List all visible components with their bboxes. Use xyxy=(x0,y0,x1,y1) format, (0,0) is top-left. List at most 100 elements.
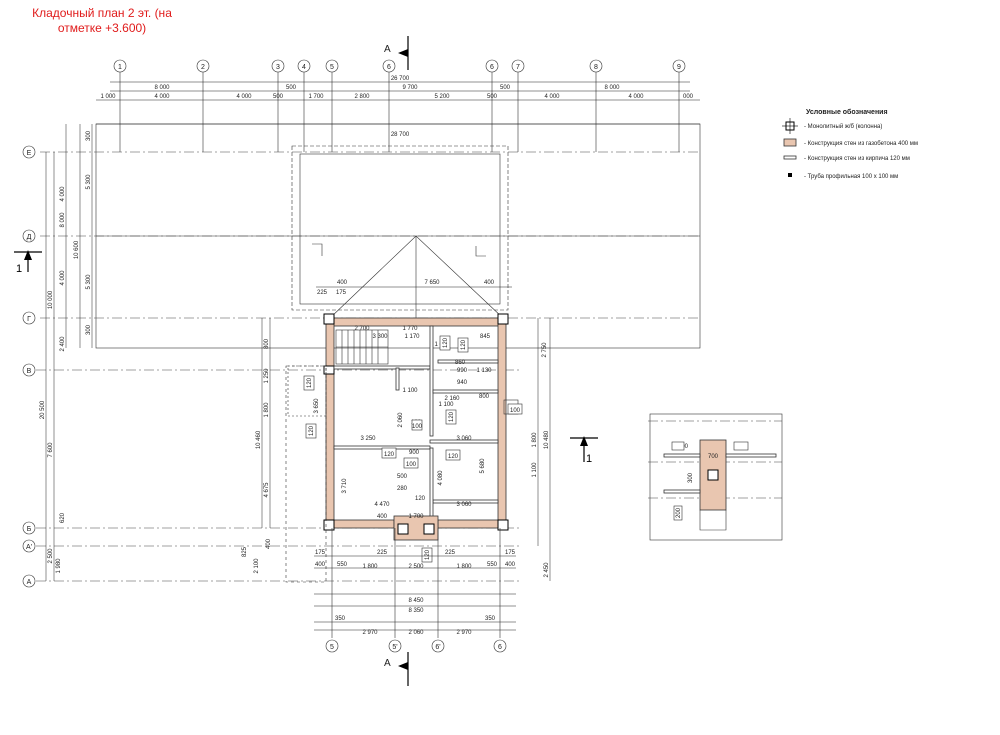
dim-text: 860 xyxy=(455,360,466,366)
wall-tag: 120 xyxy=(384,452,395,458)
dim-text: 300 xyxy=(86,324,92,335)
section-mark-left: 1 xyxy=(14,250,42,275)
dim-text: 10 000 xyxy=(48,290,54,309)
dim-text: 1 800 xyxy=(362,564,378,570)
detail-label: 200 xyxy=(676,507,682,518)
dim-text: 2 700 xyxy=(354,326,370,332)
wall-tag: 100 xyxy=(412,424,423,430)
dim-text: 1 100 xyxy=(532,462,538,478)
dim-text: 500 xyxy=(500,85,511,91)
axis-label: 5' xyxy=(392,644,397,651)
dim-text: 1 980 xyxy=(56,558,62,574)
dim-text: 400 xyxy=(377,514,388,520)
wall-tag: 120 xyxy=(425,549,431,560)
dim-text: 500 xyxy=(286,85,297,91)
axes-top: 1 2 3 4 5 6 6 7 8 9 xyxy=(113,59,686,152)
dim-text: 500 xyxy=(397,474,408,480)
dim-text: 4 470 xyxy=(374,502,390,508)
dim-text: 400 xyxy=(315,562,326,568)
axis-label: 4 xyxy=(302,64,306,71)
dim-text: 300 xyxy=(86,130,92,141)
dim-text: 4 675 xyxy=(264,482,270,498)
axis-label: 5 xyxy=(330,644,334,651)
wall-tag: 120 xyxy=(449,411,455,422)
drawing-title: Кладочный план 2 эт. (на отметке +3.600) xyxy=(32,6,172,35)
brick-wall-icon xyxy=(783,155,797,160)
dim-text: 825 xyxy=(242,546,248,557)
dim-text: 4 000 xyxy=(154,94,170,100)
axis-label: 5 xyxy=(330,64,334,71)
dim-text: 4 000 xyxy=(236,94,252,100)
dim-text: 400 xyxy=(337,280,348,286)
dim-text: 550 xyxy=(337,562,348,568)
dim-text: 175 xyxy=(505,550,516,556)
dim-text: 1 700 xyxy=(308,94,324,100)
room-dimensions: 400 7 650 400 225 175 2 700 1 770 1 170 … xyxy=(242,280,551,581)
section-mark-right: 1 xyxy=(570,436,598,465)
dim-text: 1 000 xyxy=(100,94,116,100)
legend-title: Условные обозначения xyxy=(806,108,888,116)
dim-text: 2 970 xyxy=(456,630,472,636)
dim-text: 2 160 xyxy=(444,396,460,402)
dim-text: 20 500 xyxy=(40,400,46,419)
dim-text: 175 xyxy=(336,290,347,296)
node-detail: 200 200 700 300 200 xyxy=(648,413,783,541)
dim-text: 2 100 xyxy=(254,558,260,574)
dim-text: 500 xyxy=(273,94,284,100)
dim-text: 350 xyxy=(335,616,346,622)
dim-text: 7 650 xyxy=(424,280,440,286)
legend-text: - Труба профильная 100 х 100 мм xyxy=(804,174,898,180)
dim-text: 4 000 xyxy=(544,94,560,100)
dimensions-bottom: 175 225 225 175 400 550 1 800 2 500 1 80… xyxy=(314,550,516,636)
axis-label: А' xyxy=(26,544,32,551)
dim-text: 3 060 xyxy=(456,436,472,442)
dim-text: 2 400 xyxy=(60,336,66,352)
section-side-right: 1 xyxy=(586,453,592,465)
axis-label: В xyxy=(27,368,32,375)
legend-text: - Монолитный ж/б (колонна) xyxy=(804,123,882,130)
axis-label: 6 xyxy=(490,64,494,71)
wall-tags: 120 120 120 120 120 100 100 100 120 120 … xyxy=(303,335,523,563)
dim-text: 400 xyxy=(266,538,272,549)
dim-text: 5 300 xyxy=(86,274,92,290)
axis-label: 6 xyxy=(387,64,391,71)
dim-text: 990 xyxy=(457,368,468,374)
axis-label: 6 xyxy=(498,644,502,651)
dim-text: 800 xyxy=(264,338,270,349)
axis-label: А xyxy=(27,579,32,586)
dim-text: 400 xyxy=(484,280,495,286)
dim-text: 1 800 xyxy=(264,402,270,418)
dim-text: 940 xyxy=(457,380,468,386)
wall-tag: 120 xyxy=(443,337,449,348)
dim-text: 2 500 xyxy=(408,564,424,570)
axes-left: Е Д Г В Б А' А xyxy=(22,145,520,588)
wall-tag: 120 xyxy=(309,425,315,436)
legend-text: - Конструкция стен из кирпича 120 мм xyxy=(804,156,910,162)
wall-tag: 120 xyxy=(461,339,467,350)
axis-label: 9 xyxy=(677,64,681,71)
dim-text: 1 130 xyxy=(476,368,492,374)
axis-label: 8 xyxy=(594,64,598,71)
dim-text: 550 xyxy=(487,562,498,568)
dim-text: 3 060 xyxy=(456,502,472,508)
section-mark-bottom: А xyxy=(384,652,409,686)
axis-label: Г xyxy=(27,316,31,323)
dim-text: 1 770 xyxy=(402,326,418,332)
dim-text: 10 480 xyxy=(544,430,550,449)
roof-outline xyxy=(40,123,701,349)
dimensions-left: 20 500 10 000 7 600 2 500 1 980 8 000 4 … xyxy=(40,124,93,581)
dim-text: 26 700 xyxy=(391,76,410,82)
wall-tag: 100 xyxy=(406,462,417,468)
dim-text: 8 000 xyxy=(60,212,66,228)
wall-tag: 120 xyxy=(448,454,459,460)
dim-text: 620 xyxy=(60,512,66,523)
pipe-icon xyxy=(788,173,792,177)
dim-text: 4 000 xyxy=(60,270,66,286)
dim-text: 5 200 xyxy=(434,94,450,100)
dim-text: 225 xyxy=(445,550,456,556)
axis-label: 6' xyxy=(435,644,440,651)
dim-text: 7 600 xyxy=(48,442,54,458)
dim-text: 8 350 xyxy=(408,608,424,614)
dim-text: 9 700 xyxy=(402,85,418,91)
